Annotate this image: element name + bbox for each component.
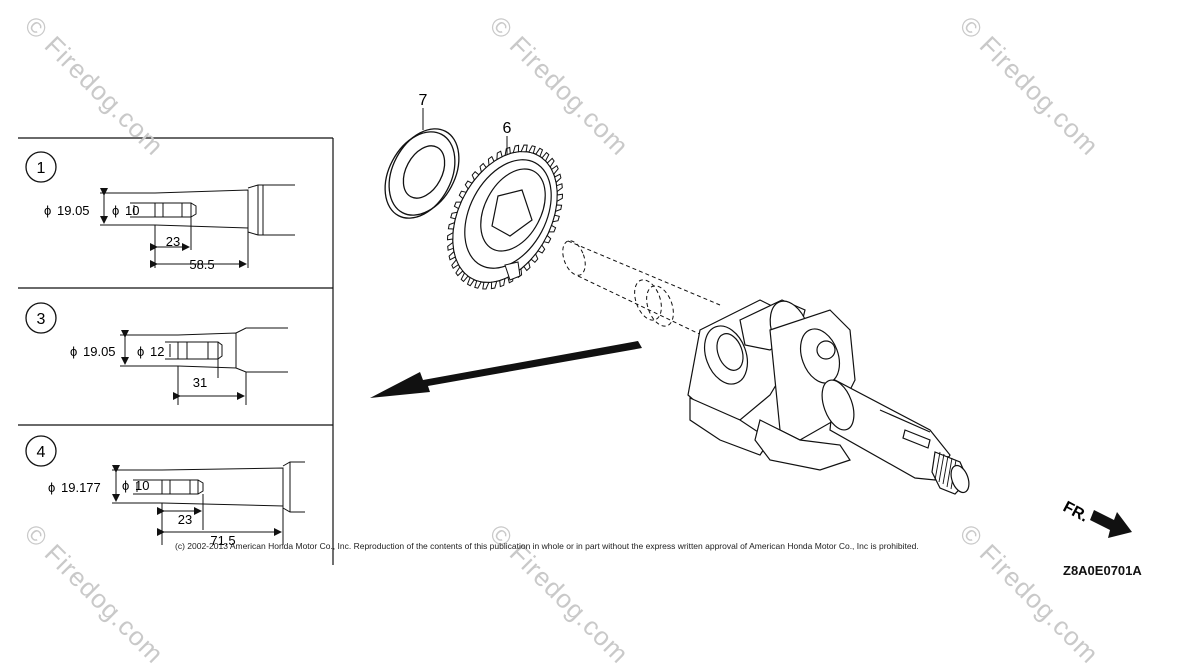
detail-1: 1 ϕ 19.05 ϕ 10 23: [25, 151, 295, 272]
shaft-end-profile: [120, 327, 288, 405]
gear-tooth: [460, 272, 469, 283]
inner-diameter: 10: [135, 478, 149, 493]
gear-tooth: [546, 157, 555, 168]
detail-number-circle: [25, 302, 57, 334]
gear-tooth: [499, 277, 506, 288]
short-length: 23: [166, 234, 180, 249]
detail-number: 3: [37, 311, 46, 328]
callout-washer: 7: [419, 92, 428, 109]
gear-tooth: [482, 281, 490, 290]
gear-tooth: [530, 253, 539, 264]
phi-symbol: ϕ: [137, 344, 144, 359]
long-length: 58.5: [189, 257, 214, 272]
gear-tooth: [455, 266, 464, 277]
phi-symbol: ϕ: [122, 478, 129, 493]
gear-tooth: [471, 170, 480, 181]
detail-4: 4 ϕ 19.177 ϕ 10 23 71.5: [25, 435, 305, 548]
gear-tooth: [550, 164, 559, 176]
callout-gear: 6: [503, 120, 512, 137]
phi-symbol: ϕ: [112, 203, 119, 218]
gear-tooth: [504, 146, 511, 157]
gear-tooth: [446, 231, 454, 241]
detail-panel: [18, 137, 334, 565]
outer-diameter: 19.05: [57, 203, 90, 218]
gear-tooth: [520, 144, 528, 153]
outer-diameter: 19.177: [61, 480, 101, 495]
detail-number: 4: [37, 444, 46, 461]
gear-tooth: [556, 193, 564, 203]
gear-tooth: [451, 258, 460, 270]
diagram-canvas: 1 ϕ 19.05 ϕ 10 23: [18, 92, 1132, 565]
gear-tooth: [537, 244, 546, 254]
gear-tooth: [453, 201, 462, 210]
gear-tooth: [548, 224, 557, 233]
phi-symbol: ϕ: [48, 480, 55, 495]
inner-diameter: 10: [125, 203, 139, 218]
crankshaft-gear: [446, 144, 564, 290]
crankshaft: [562, 240, 970, 495]
gear-tooth: [447, 221, 456, 230]
inner-diameter: 12: [150, 344, 164, 359]
front-arrow-icon: [1090, 510, 1132, 538]
gear-tooth: [556, 183, 563, 193]
copyright-notice: (c) 2002-2013 American Honda Motor Co., …: [175, 541, 919, 551]
detail-number: 1: [37, 160, 46, 177]
detail-3: 3 ϕ 19.05 ϕ 12 31: [25, 302, 288, 405]
detail-number-circle: [25, 151, 57, 183]
shaft-end-profile: [100, 184, 295, 268]
dimension-lines: [112, 465, 282, 536]
gear-tooth: [535, 147, 544, 158]
gear-tooth: [479, 162, 487, 173]
gear-tooth: [543, 234, 552, 244]
shaft-end-profile: [112, 461, 305, 545]
gear-tooth: [466, 276, 475, 287]
thrust-washer: [384, 128, 460, 219]
gear-tooth: [458, 190, 467, 200]
gear-tooth: [448, 250, 456, 261]
gear-tooth: [512, 144, 520, 154]
detail-number-circle: [25, 435, 57, 467]
front-label: FR.: [1060, 499, 1091, 526]
gear-tooth: [528, 145, 536, 154]
gear-tooth: [541, 151, 550, 162]
gear-tooth: [552, 214, 560, 223]
gear-tooth: [464, 180, 473, 190]
front-direction-indicator: FR.: [1060, 499, 1132, 538]
diagram-code: Z8A0E0701A: [1063, 563, 1142, 578]
gear-tooth: [447, 241, 454, 251]
phi-symbol: ϕ: [44, 203, 51, 218]
parts-diagram: 1 ϕ 19.05 ϕ 10 23: [18, 10, 1142, 669]
short-length: 31: [193, 375, 207, 390]
dimension-lines: [100, 188, 247, 268]
gear-tooth: [496, 150, 503, 161]
gear-tooth: [474, 280, 482, 289]
assembly-direction-arrow: [370, 341, 642, 398]
gear-tooth: [554, 204, 563, 213]
long-length: 71.5: [210, 533, 235, 548]
gear-tooth: [450, 211, 458, 220]
gear-tooth: [487, 155, 495, 167]
outer-diameter: 19.05: [83, 344, 116, 359]
gear-tooth: [523, 261, 531, 272]
short-length: 23: [178, 512, 192, 527]
phi-symbol: ϕ: [70, 344, 77, 359]
dimension-lines: [121, 330, 245, 400]
gear-tooth: [554, 173, 562, 184]
gear-tooth: [490, 280, 498, 290]
